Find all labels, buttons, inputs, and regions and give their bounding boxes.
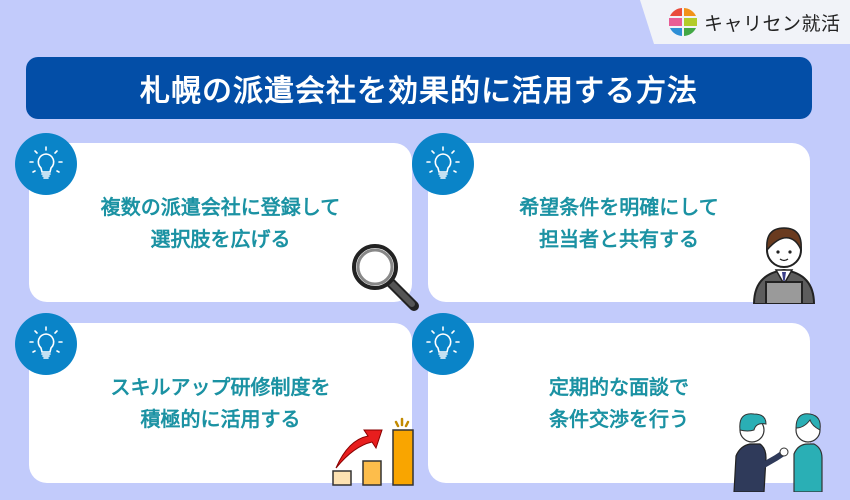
tip-card-1-line1: 複数の派遣会社に登録して [100,194,341,219]
lightbulb-icon [426,326,460,359]
tip-card-3: スキルアップ研修制度を 積極的に活用する [29,323,412,483]
growth-chart-icon [332,417,414,486]
brand-logo-icon [669,8,697,36]
lightbulb-icon [29,146,63,179]
brand-name: キャリセン就活 [704,12,841,35]
lightbulb-badge-4 [412,313,474,375]
tip-card-3-line2: 積極的に活用する [140,407,301,431]
tip-card-4-line1: 定期的な面談で [549,375,689,399]
tip-card-1: 複数の派遣会社に登録して 選択肢を広げる [29,143,412,302]
tip-card-4-line2: 条件交渉を行う [549,407,689,431]
businessman-laptop-icon [752,227,816,304]
two-people-talking-icon [733,413,823,492]
magnifying-glass-icon [352,244,419,311]
tip-card-2: 希望条件を明確にして 担当者と共有する [428,143,810,302]
lightbulb-badge-1 [15,133,77,195]
tip-card-3-line1: スキルアップ研修制度を [110,375,331,399]
page-title: 札幌の派遣会社を効果的に活用する方法 [26,57,812,119]
brand-header: キャリセン就活 [640,0,850,44]
tip-card-1-line2: 選択肢を広げる [150,226,291,251]
tip-card-2-line1: 希望条件を明確にして [519,194,719,219]
lightbulb-badge-3 [15,313,77,375]
lightbulb-icon [29,326,63,359]
tip-card-2-line2: 担当者と共有する [539,226,699,251]
lightbulb-icon [426,146,460,179]
lightbulb-badge-2 [412,133,474,195]
